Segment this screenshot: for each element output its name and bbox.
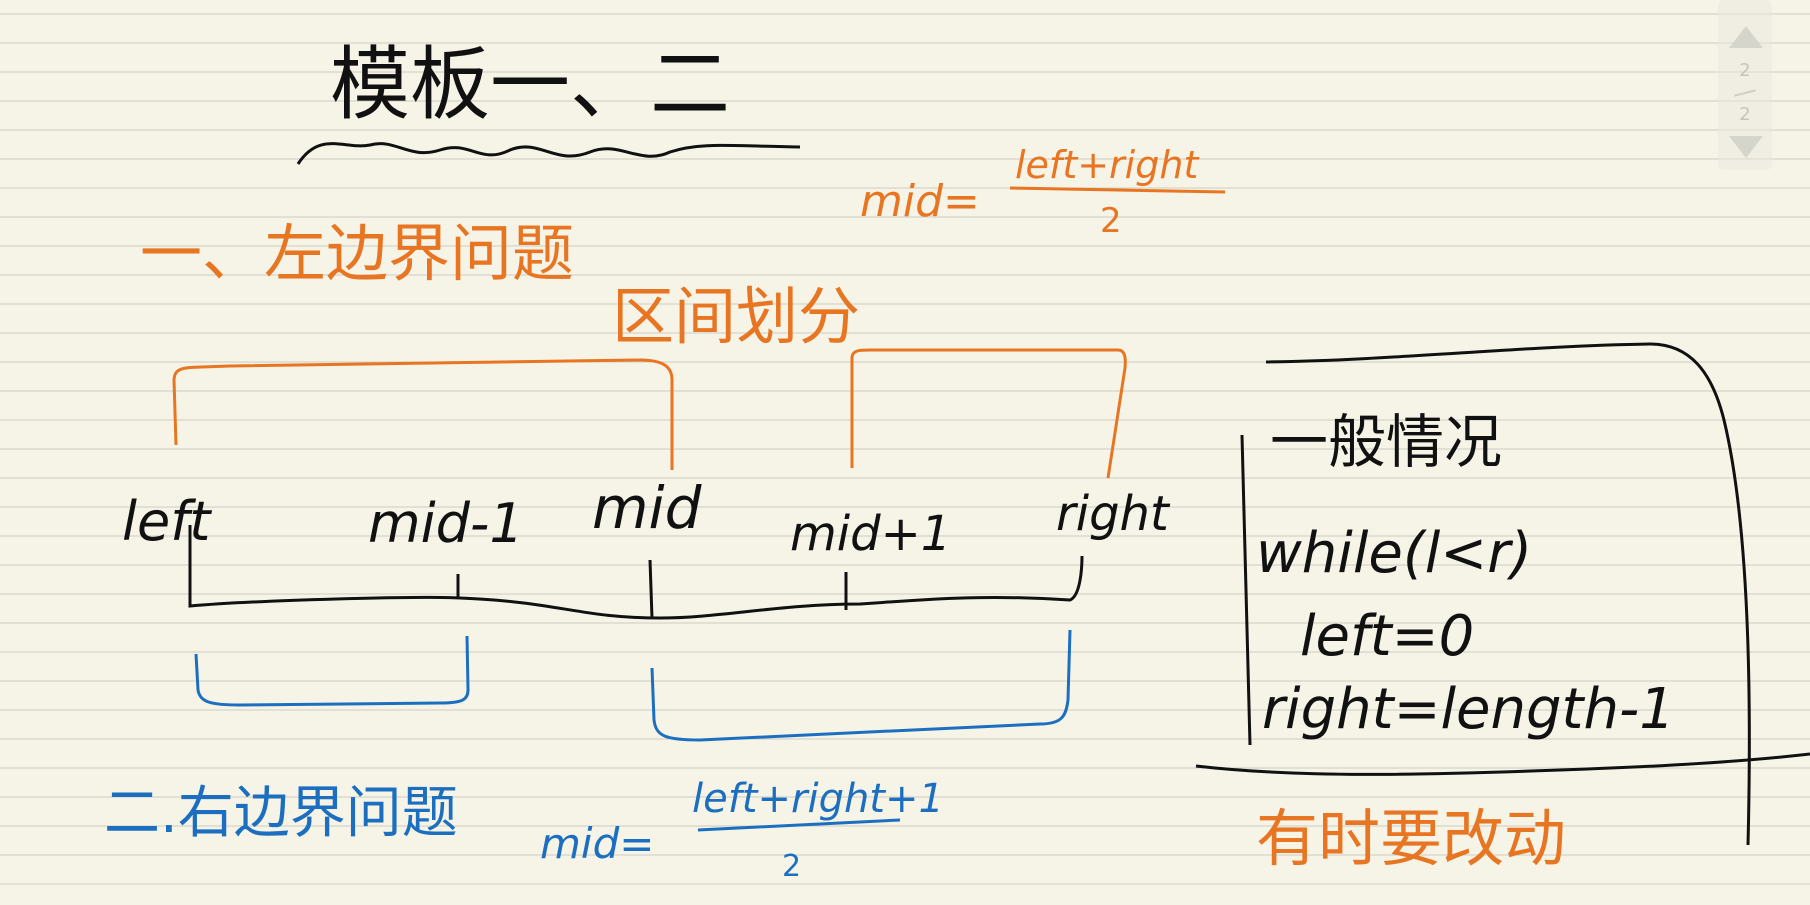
ruled-lines bbox=[0, 13, 1810, 885]
tick-mid bbox=[648, 559, 654, 619]
formula-right-denominator: 2 bbox=[782, 849, 801, 884]
blue-bracket-left bbox=[194, 635, 470, 707]
page-down-icon[interactable] bbox=[1729, 136, 1763, 158]
formula-left-denominator: 2 bbox=[1100, 201, 1122, 241]
box-top-border bbox=[1265, 342, 1751, 846]
section-right-heading: 二.右边界问题 bbox=[104, 781, 458, 846]
axis-label-left: left bbox=[122, 490, 212, 553]
formula-right-fraction-bar bbox=[697, 818, 901, 832]
page-scroller[interactable]: 2 2 bbox=[1718, 0, 1772, 170]
title-underline bbox=[296, 142, 801, 165]
formula-right-numerator: left+right+1 bbox=[692, 776, 944, 822]
axis-label-mid-plus-1: mid+1 bbox=[790, 506, 951, 562]
page-title: 模板一、二 bbox=[330, 38, 730, 131]
orange-bracket-right bbox=[850, 348, 1127, 479]
page-separator bbox=[1734, 89, 1756, 97]
current-page: 2 bbox=[1739, 60, 1751, 81]
box-bottom-border bbox=[1195, 752, 1810, 776]
section-left-heading: 一、左边界问题 bbox=[140, 217, 574, 290]
axis-label-mid: mid bbox=[592, 474, 703, 542]
blue-bracket-right bbox=[650, 629, 1072, 742]
box-line-left: left=0 bbox=[1300, 604, 1474, 669]
box-line-right: right=length-1 bbox=[1262, 677, 1675, 742]
page-up-icon[interactable] bbox=[1729, 26, 1763, 48]
formula-right-lhs: mid= bbox=[540, 819, 654, 868]
note-text: 有时要改动 bbox=[1256, 802, 1566, 875]
total-pages: 2 bbox=[1739, 104, 1751, 125]
formula-left-fraction-bar bbox=[1009, 186, 1226, 194]
axis-label-mid-minus-1: mid-1 bbox=[368, 492, 524, 555]
box-heading: 一般情况 bbox=[1270, 408, 1502, 476]
orange-bracket-left bbox=[172, 358, 674, 470]
box-line-while: while(l<r) bbox=[1256, 521, 1532, 586]
axis-label-right: right bbox=[1056, 486, 1171, 542]
formula-left-lhs: mid= bbox=[860, 176, 980, 227]
number-line bbox=[188, 525, 1084, 620]
interval-label: 区间划分 bbox=[612, 280, 860, 353]
formula-left-numerator: left+right bbox=[1015, 143, 1200, 187]
box-left-border bbox=[1240, 434, 1252, 746]
